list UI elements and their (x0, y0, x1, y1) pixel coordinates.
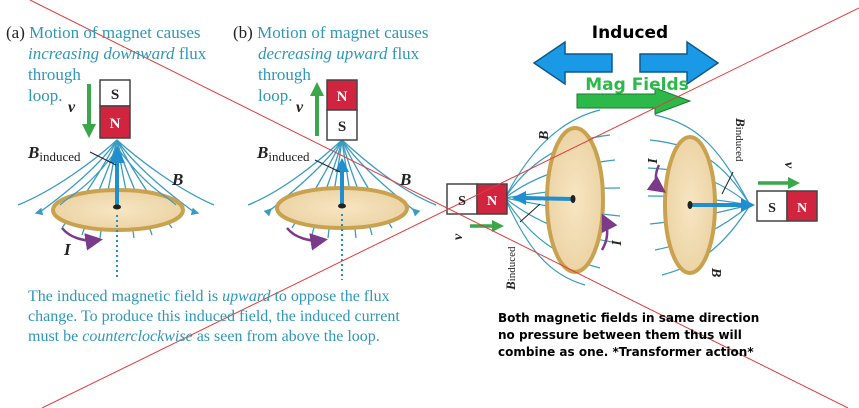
right-magnet-1-south (446, 183, 478, 215)
explanation-part1: The induced magnetic field is (28, 288, 223, 305)
right-magnet-2-south-label: S (768, 201, 776, 216)
explanation-ccw: counterclockwise (82, 328, 193, 345)
transformer-note: Both magnetic fields in same direction n… (498, 310, 838, 361)
current-arrow-b (286, 227, 328, 251)
induced-b-sub-a: induced (39, 149, 81, 164)
caption-b-line3: through (258, 65, 311, 84)
velocity-label-a: v (68, 99, 76, 116)
induced-b-sub-b: induced (268, 149, 310, 164)
magnet-b-south-label: S (338, 119, 346, 135)
magnet-a-south-label: S (111, 87, 119, 103)
explanation-upward: upward (222, 288, 271, 305)
explanation-line2: change. To produce this induced field, t… (28, 308, 400, 325)
caption-b: (b) Motion of magnet causes decreasing u… (233, 22, 463, 106)
explanation-part2: to oppose the flux (270, 288, 390, 305)
note-line2: no pressure between them thus will (498, 328, 742, 342)
right-i-label-2: I (644, 157, 659, 164)
caption-a-line2-rest: flux (174, 44, 207, 63)
right-binduced-symbol-2: B (733, 117, 748, 127)
right-v-label-2: v (781, 162, 796, 169)
right-magnet-2-south (756, 190, 788, 222)
right-binduced-sub-1: induced (506, 246, 518, 281)
b-field-label-b: B (399, 170, 411, 189)
b-field-label-a: B (171, 170, 183, 189)
right-i-label-1: I (608, 239, 623, 246)
caption-a-line3: through (28, 65, 81, 84)
right-magnet-2-north (786, 190, 818, 222)
explanation-line3b: as seen from above the loop. (192, 328, 380, 345)
panel-a (17, 79, 215, 280)
right-b-label-2: B (708, 267, 723, 277)
explanation-line3a: must be (28, 328, 83, 345)
induced-b-symbol-b: B (256, 143, 268, 162)
panel-b-label: (b) (233, 23, 253, 42)
induced-arrows (532, 40, 720, 115)
caption-b-line2-rest: flux (387, 44, 420, 63)
right-binduced-label-2: Binduced (733, 117, 748, 162)
mag-fields-title: Mag Fields (585, 75, 689, 95)
right-diagram-2 (646, 114, 818, 276)
caption-a-line4: loop. (28, 86, 63, 105)
panel-b (247, 79, 437, 280)
mag-fields-arrow-right (576, 87, 692, 115)
magnet-b-south (326, 109, 358, 141)
magnet-b-north-label: N (337, 89, 348, 105)
right-binduced-label-1: Binduced (503, 246, 518, 291)
right-b-label-1: B (537, 131, 552, 141)
current-label-a: I (63, 240, 72, 259)
induced-b-symbol-a: B (27, 143, 39, 162)
right-magnet-1-north-label: N (487, 194, 497, 209)
caption-a-line1: Motion of magnet causes (29, 23, 201, 42)
caption-b-line4: loop. (258, 86, 293, 105)
induced-title: Induced (592, 23, 668, 43)
caption-a-line2-italic: increasing downward (28, 44, 175, 63)
induced-arrow-right (639, 40, 720, 86)
caption-b-line1: Motion of magnet causes (257, 23, 429, 42)
note-line1: Both magnetic fields in same direction (498, 311, 760, 325)
note-line3: combine as one. *Transformer action* (498, 345, 754, 359)
induced-b-label-b: Binduced (256, 143, 310, 164)
induced-b-label-a: Binduced (27, 143, 81, 164)
induced-arrow-left (532, 40, 613, 86)
right-binduced-symbol-1: B (503, 281, 518, 291)
explanation-text: The induced magnetic field is upward to … (28, 287, 468, 347)
caption-b-line2-italic: decreasing upward (258, 44, 388, 63)
caption-a: (a) Motion of magnet causes increasing d… (6, 22, 236, 106)
right-binduced-sub-2: induced (733, 127, 745, 162)
panel-a-label: (a) (6, 23, 25, 42)
current-arrow-a (61, 227, 103, 251)
cross-out-lines (29, 0, 859, 408)
magnet-a-north (99, 105, 131, 139)
velocity-label-b: v (296, 99, 304, 116)
right-v-label-1: v (451, 233, 466, 240)
right-magnet-1-north (476, 183, 508, 215)
right-magnet-1-south-label: S (458, 194, 466, 209)
magnet-a-north-label: N (110, 116, 121, 132)
right-diagram-1 (446, 109, 621, 286)
right-magnet-2-north-label: N (797, 201, 807, 216)
